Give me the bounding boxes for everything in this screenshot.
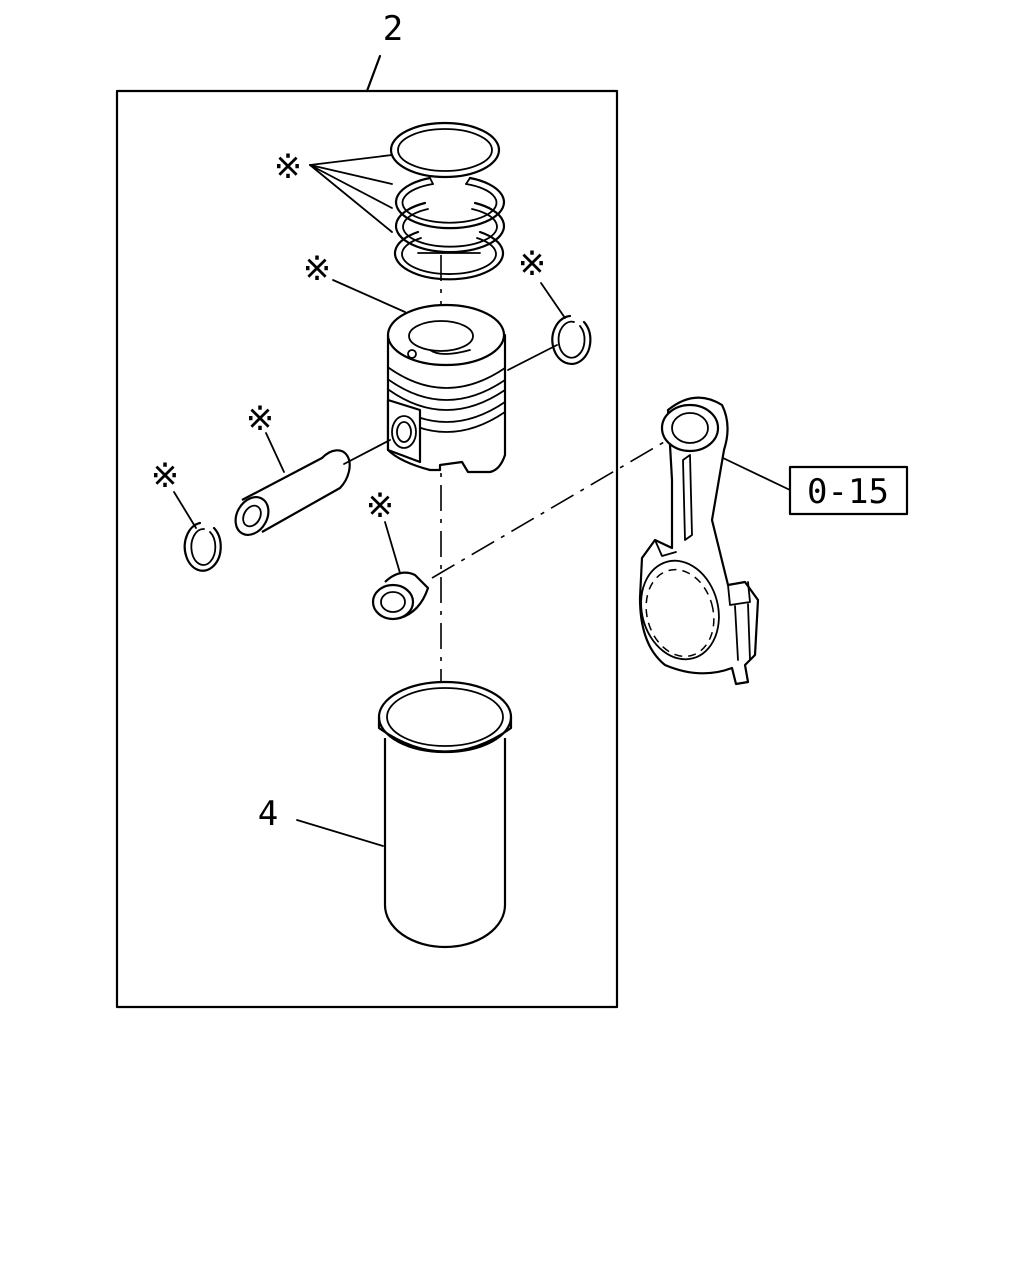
snap-ring-left[interactable] xyxy=(183,521,222,572)
ring-leader-3 xyxy=(309,164,393,209)
piston-pin[interactable] xyxy=(229,449,351,541)
cylinder-liner[interactable] xyxy=(377,680,513,949)
snap-ring-right-asterisk[interactable]: ※ xyxy=(518,244,547,284)
piston-pin-asterisk[interactable]: ※ xyxy=(246,399,275,439)
snap-ring-right-leader xyxy=(540,282,566,319)
bushing-to-rod-centerline xyxy=(431,427,689,579)
piston-pin-leader xyxy=(265,432,285,473)
snap-ring-right[interactable] xyxy=(551,314,592,365)
ring-leader-1 xyxy=(309,154,393,166)
oil-ring xyxy=(393,230,505,281)
bushing-asterisk[interactable]: ※ xyxy=(366,486,395,526)
bushing-leader xyxy=(384,521,401,574)
connecting-rod[interactable] xyxy=(630,396,760,686)
conrod-reference-leader xyxy=(722,457,791,491)
liner-leader xyxy=(296,819,384,847)
conrod-reference-box xyxy=(788,465,909,516)
piston-ring-lower xyxy=(394,201,506,254)
conrod-reference-label[interactable]: 0-15 xyxy=(807,472,889,512)
conrod-reference-callout[interactable]: 0-15 xyxy=(788,465,909,516)
assembly-number-label[interactable]: 2 xyxy=(383,9,403,49)
snap-ring-left-asterisk[interactable]: ※ xyxy=(151,456,180,496)
ring-asterisk[interactable]: ※ xyxy=(274,147,303,187)
piston-asterisk[interactable]: ※ xyxy=(303,249,332,289)
piston-rings[interactable] xyxy=(389,121,506,281)
pin-axis-line xyxy=(343,439,391,465)
piston-ring-middle xyxy=(394,176,506,230)
piston-leader xyxy=(332,279,406,313)
piston[interactable] xyxy=(386,303,507,474)
snap-ring-right-axis xyxy=(507,344,558,371)
snap-ring-left-leader xyxy=(173,491,197,529)
ring-leader-4 xyxy=(309,164,393,233)
assembly-leader-line xyxy=(365,54,382,93)
ring-leader-2 xyxy=(309,164,393,185)
liner-number-label[interactable]: 4 xyxy=(258,794,278,834)
small-end-bushing[interactable] xyxy=(371,571,430,621)
piston-ring-top xyxy=(389,121,501,179)
